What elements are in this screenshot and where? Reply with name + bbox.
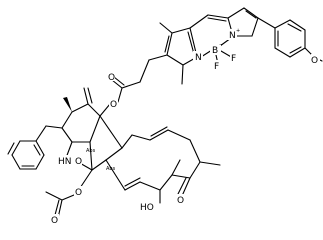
stereo-abs-label-1: Abs xyxy=(86,148,96,154)
bonds xyxy=(7,7,323,219)
label-masks xyxy=(50,29,320,224)
hydroxyl-label: HO xyxy=(140,203,154,213)
plus-charge: + xyxy=(236,28,240,34)
acetate-oxygen-label: O xyxy=(75,188,82,198)
nitrogen-plus-label: N xyxy=(229,31,236,41)
lactam-oxygen-label: O xyxy=(75,157,82,167)
minus-charge: − xyxy=(219,42,223,48)
ester-carbonyl-oxygen-label: O xyxy=(108,73,115,83)
ketone-oxygen-label: O xyxy=(177,196,184,206)
boron-label: B xyxy=(212,46,218,56)
ester-oxygen-label: O xyxy=(110,100,117,110)
acetate-carbonyl-oxygen-label: O xyxy=(51,216,58,226)
fluorine-label-1: F xyxy=(214,62,219,72)
stereo-abs-label-2: Abs xyxy=(106,166,116,172)
fluorine-label-2: F xyxy=(231,54,236,64)
methoxy-oxygen-label: O xyxy=(311,56,318,66)
nitrogen-label: N xyxy=(195,53,202,63)
lactam-nh-label: HN xyxy=(58,157,72,167)
atom-labels: N + N B − F F O O O HN O O O HO O Abs Ab… xyxy=(51,28,318,226)
